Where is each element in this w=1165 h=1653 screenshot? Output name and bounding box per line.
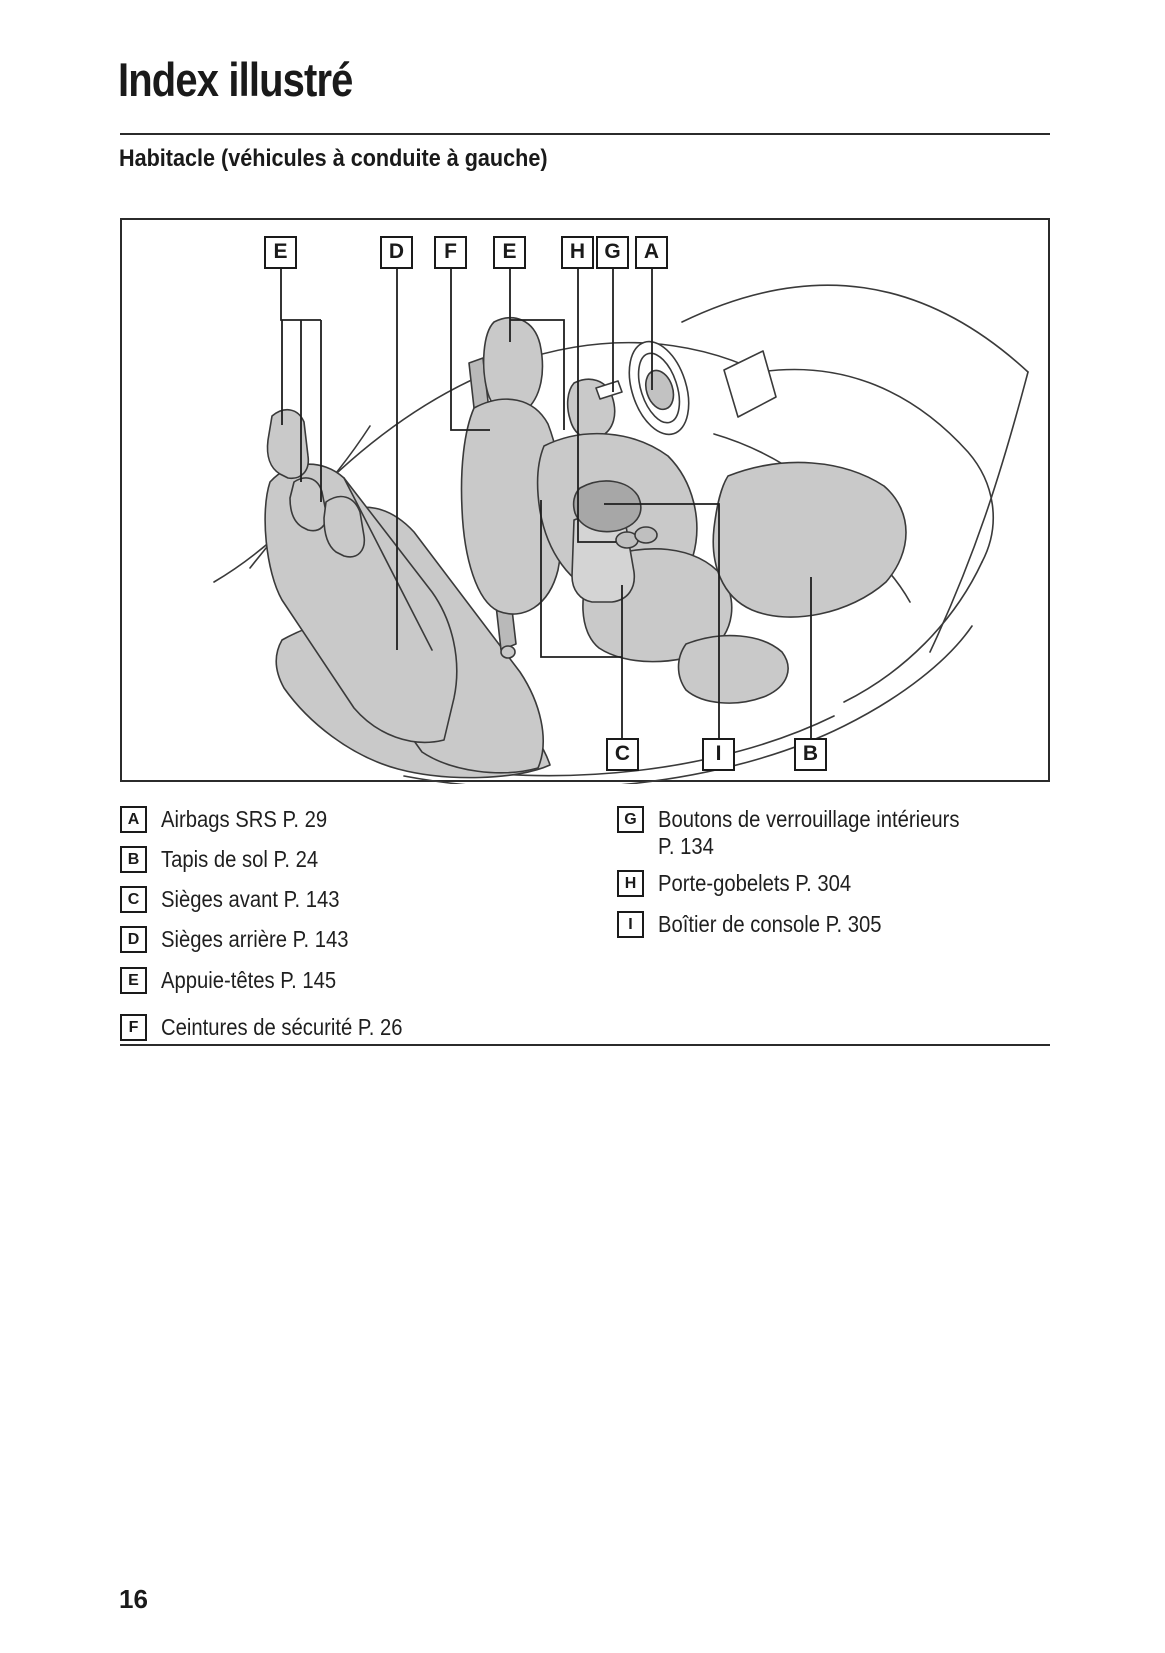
callout-label-box: B: [794, 738, 827, 771]
legend-key-box: A: [120, 806, 147, 833]
legend-label: Boutons de verrouillage intérieurs: [658, 806, 960, 832]
callout-label-box: H: [561, 236, 594, 269]
legend-key-box: C: [120, 886, 147, 913]
legend-label: Sièges arrière P. 143: [161, 926, 349, 952]
page-number: 16: [119, 1584, 148, 1614]
section-heading: Habitacle (véhicules à conduite à gauche…: [119, 145, 548, 172]
legend-label: Ceintures de sécurité P. 26: [161, 1014, 403, 1040]
callout-label-box: E: [493, 236, 526, 269]
legend-label: Tapis de sol P. 24: [161, 846, 319, 872]
legend-item-boitier-console: I Boîtier de console P. 305: [617, 911, 912, 938]
callout-label-box: G: [596, 236, 629, 269]
legend-divider: [120, 1044, 1050, 1046]
callout-label-box: D: [380, 236, 413, 269]
legend-item-sieges-arriere: D Sièges arrière P. 143: [120, 926, 374, 953]
legend-label: Boîtier de console P. 305: [658, 911, 882, 937]
legend-key-box: G: [617, 806, 644, 833]
legend-key-box: H: [617, 870, 644, 897]
legend-item-appuie-tetes: E Appuie-têtes P. 145: [120, 967, 360, 994]
car-interior-illustration: [213, 269, 1029, 784]
legend-label: Appuie-têtes P. 145: [161, 967, 337, 993]
page-title: Index illustré: [118, 53, 353, 106]
callout-leader-lines: [280, 269, 812, 738]
header-divider: [120, 133, 1050, 135]
legend-label: Airbags SRS P. 29: [161, 806, 328, 832]
legend-item-sieges-avant: C Sièges avant P. 143: [120, 886, 364, 913]
legend-item-airbags: A Airbags SRS P. 29: [120, 806, 350, 833]
callout-label-box: C: [606, 738, 639, 771]
legend-label: Porte-gobelets P. 304: [658, 870, 852, 896]
callout-label-box: E: [264, 236, 297, 269]
legend-key-box: F: [120, 1014, 147, 1041]
callout-label-box: F: [434, 236, 467, 269]
legend-key-box: E: [120, 967, 147, 994]
callout-label-box: I: [702, 738, 735, 771]
interior-diagram-frame: E D F E H G A C I B: [120, 218, 1050, 784]
legend-item-tapis: B Tapis de sol P. 24: [120, 846, 340, 873]
legend-key-box: D: [120, 926, 147, 953]
legend-label-line2: P. 134: [658, 833, 714, 859]
legend-item-porte-gobelets: H Porte-gobelets P. 304: [617, 870, 878, 897]
legend-label: Sièges avant P. 143: [161, 886, 340, 912]
legend-item-ceintures: F Ceintures de sécurité P. 26: [120, 1014, 435, 1041]
callout-label-box: A: [635, 236, 668, 269]
legend-key-box: I: [617, 911, 644, 938]
legend-key-box: B: [120, 846, 147, 873]
